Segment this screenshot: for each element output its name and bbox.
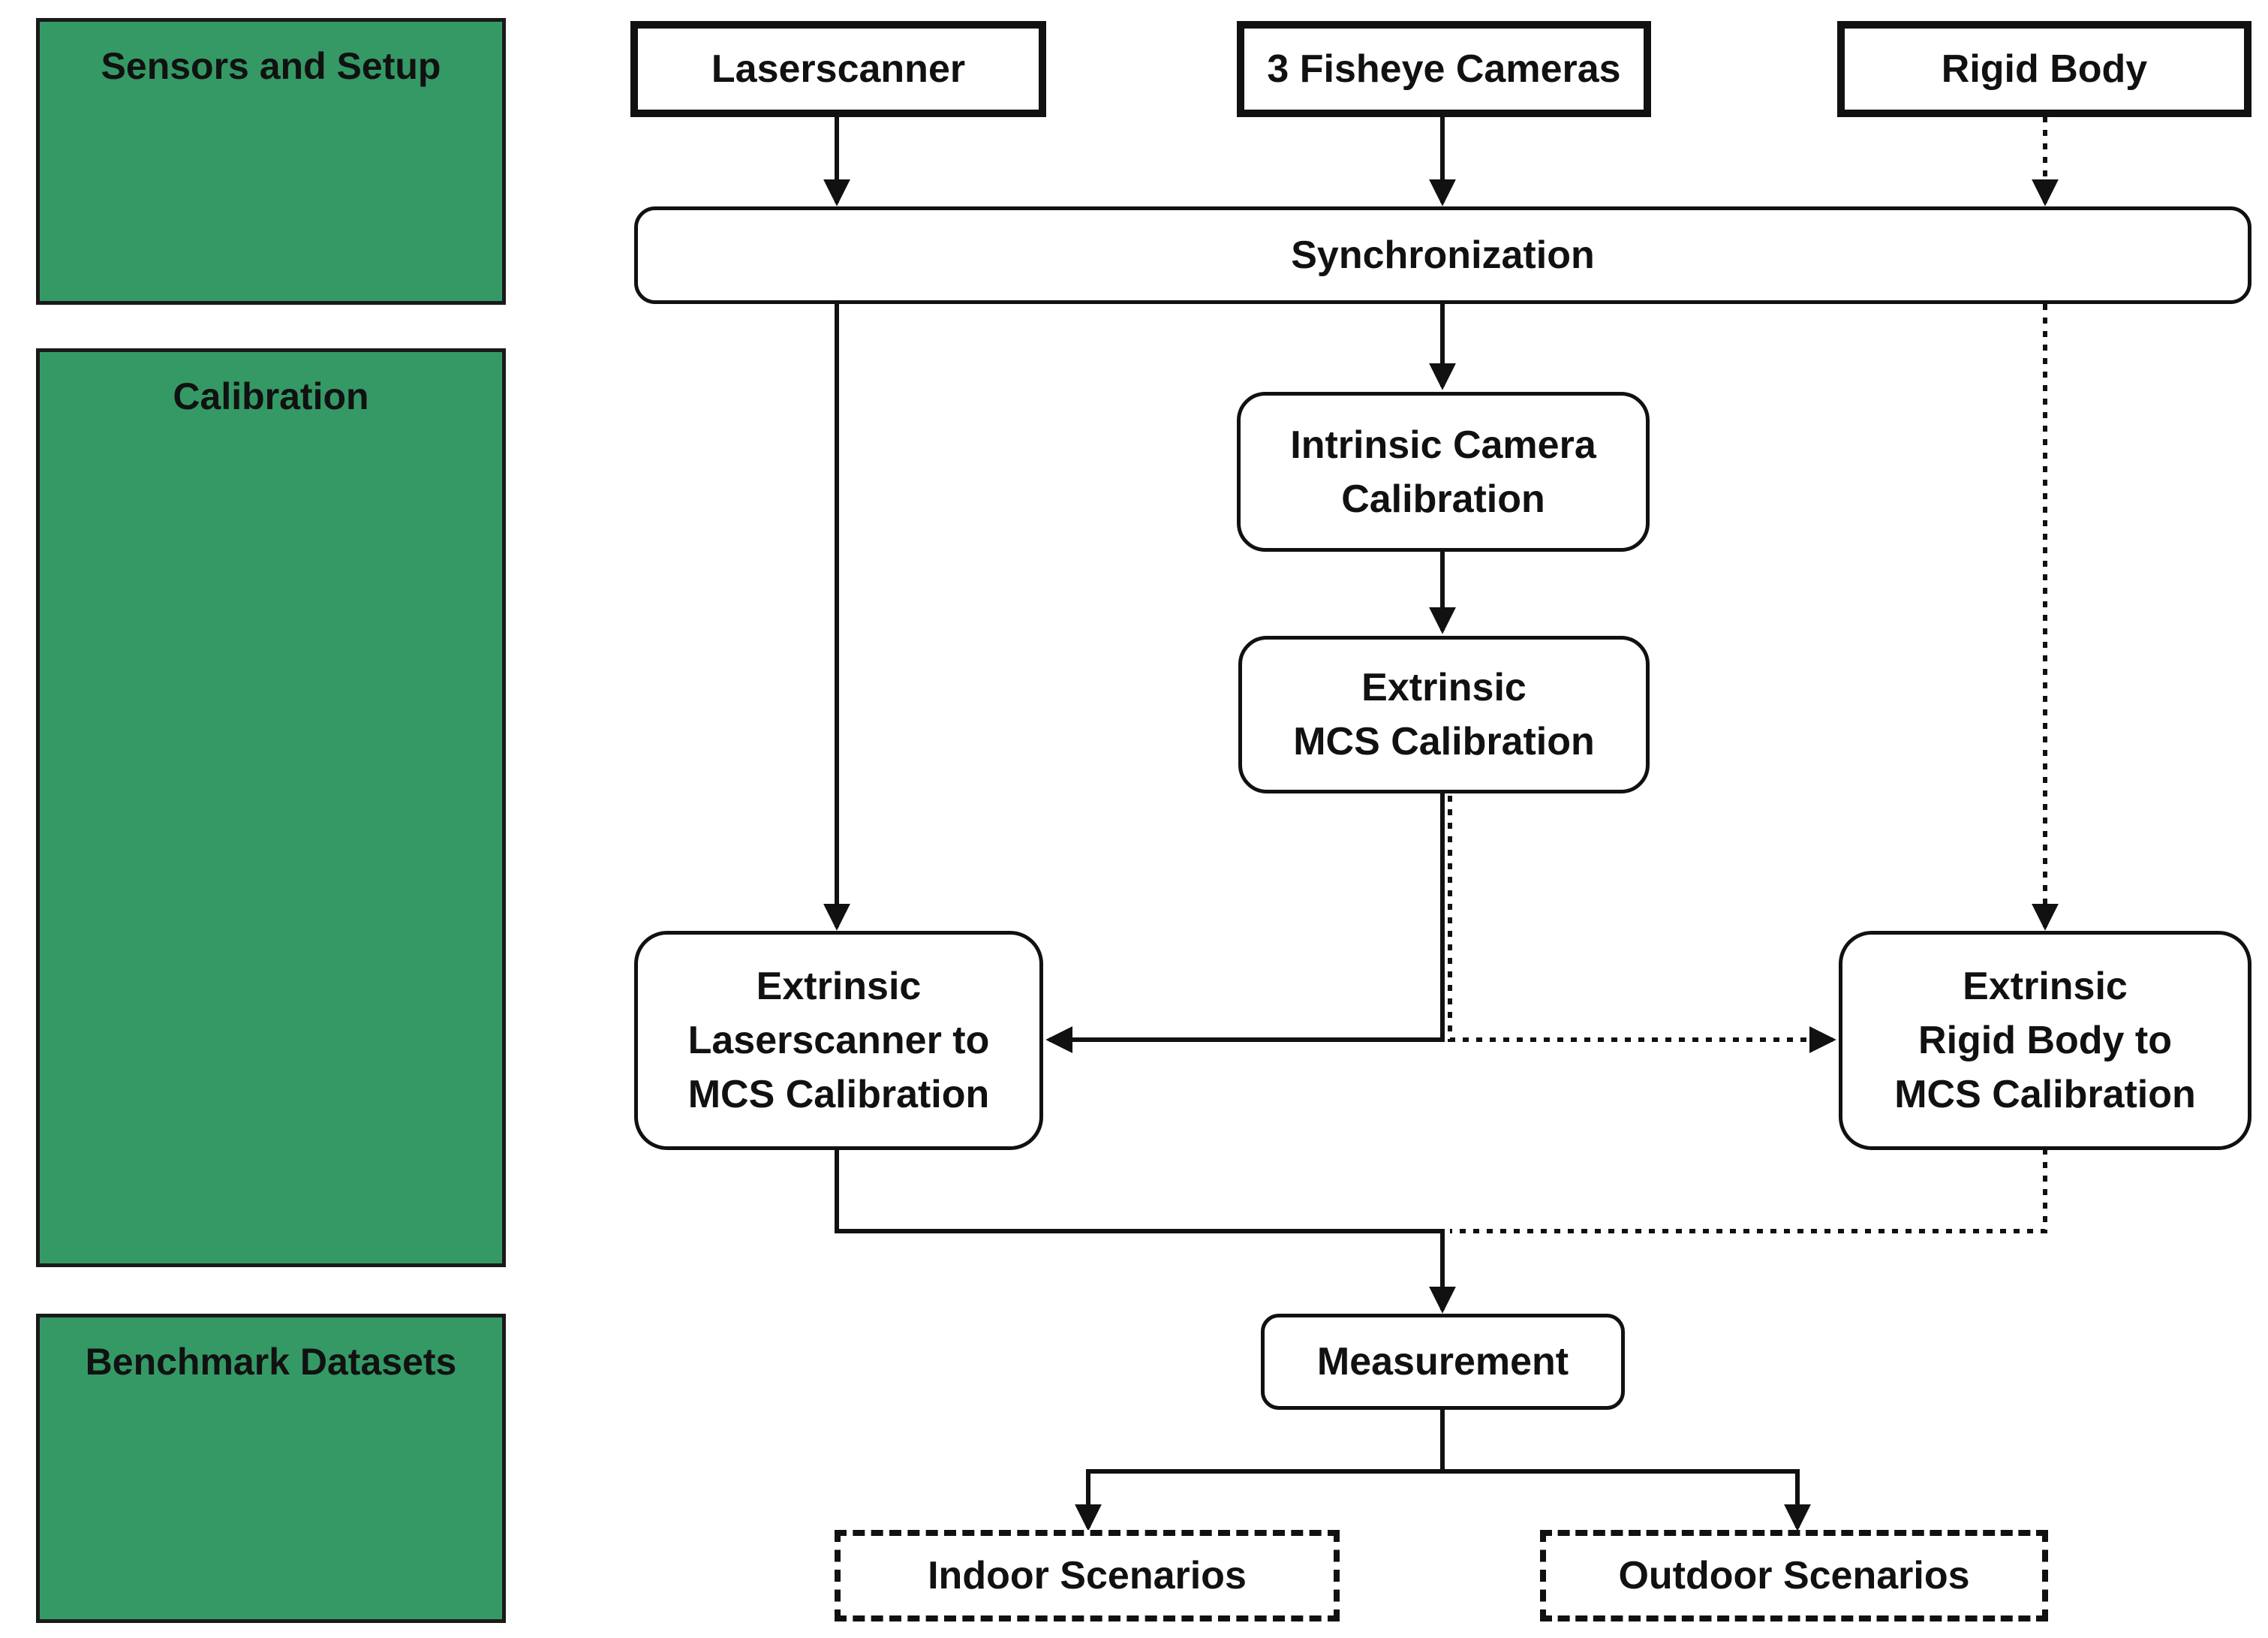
edge-measurement-indoor: [1075, 1408, 1445, 1531]
node-extrinsic-rigid-label-line1: Extrinsic: [1963, 965, 2128, 1008]
phase-sensors-and-setup: Sensors and Setup: [36, 18, 506, 305]
edge-measurement-outdoor: [1442, 1469, 1811, 1531]
node-measurement-label: Measurement: [1316, 1340, 1569, 1384]
node-laserscanner: Laserscanner: [630, 21, 1046, 117]
edge-extrinsic-rigid-measurement: [1450, 1149, 2047, 1233]
node-extrinsic-laser-label-line1: Extrinsic: [756, 965, 922, 1008]
node-intrinsic-label-line1: Intrinsic Camera: [1290, 423, 1596, 467]
edge-extrinsic-mcs-extrinsic-laser: [1045, 792, 1445, 1053]
node-extrinsic-rigid-label-line2: Rigid Body to: [1918, 1019, 2172, 1062]
phase-label: Calibration: [173, 375, 369, 417]
node-rigid-body-label: Rigid Body: [1941, 47, 2148, 91]
node-fisheye-cameras: 3 Fisheye Cameras: [1237, 21, 1651, 117]
node-intrinsic-label-line2: Calibration: [1341, 477, 1545, 521]
node-extrinsic-mcs-label-line2: MCS Calibration: [1293, 720, 1595, 763]
phase-label: Sensors and Setup: [101, 45, 441, 87]
edge-extrinsic-laser-measurement: [835, 1149, 1456, 1314]
phase-label: Benchmark Datasets: [85, 1341, 457, 1383]
node-synchronization: Synchronization: [634, 206, 2251, 304]
node-extrinsic-rigid-body-calibration: Extrinsic Rigid Body to MCS Calibration: [1839, 931, 2251, 1150]
phase-benchmark-datasets: Benchmark Datasets: [36, 1314, 506, 1623]
node-extrinsic-rigid-label-line3: MCS Calibration: [1894, 1073, 2196, 1116]
node-synchronization-label: Synchronization: [1291, 233, 1595, 277]
node-measurement: Measurement: [1261, 1314, 1625, 1410]
node-indoor-scenarios: Indoor Scenarios: [835, 1530, 1340, 1621]
node-laserscanner-label: Laserscanner: [711, 47, 966, 91]
node-extrinsic-mcs-calibration: Extrinsic MCS Calibration: [1238, 636, 1650, 793]
node-outdoor-scenarios-label: Outdoor Scenarios: [1618, 1554, 1970, 1597]
edge-extrinsic-mcs-extrinsic-rigid: [1448, 796, 1836, 1053]
node-extrinsic-laser-label-line3: MCS Calibration: [687, 1073, 990, 1116]
phase-calibration: Calibration: [36, 348, 506, 1267]
node-outdoor-scenarios: Outdoor Scenarios: [1540, 1530, 2048, 1621]
node-extrinsic-laser-label-line2: Laserscanner to: [687, 1019, 990, 1062]
node-intrinsic-camera-calibration: Intrinsic Camera Calibration: [1237, 392, 1650, 552]
node-indoor-scenarios-label: Indoor Scenarios: [928, 1554, 1247, 1597]
node-rigid-body: Rigid Body: [1837, 21, 2251, 117]
node-fisheye-cameras-label: 3 Fisheye Cameras: [1267, 47, 1621, 91]
node-extrinsic-mcs-label-line1: Extrinsic: [1361, 666, 1527, 709]
node-extrinsic-laserscanner-calibration: Extrinsic Laserscanner to MCS Calibratio…: [634, 931, 1043, 1150]
